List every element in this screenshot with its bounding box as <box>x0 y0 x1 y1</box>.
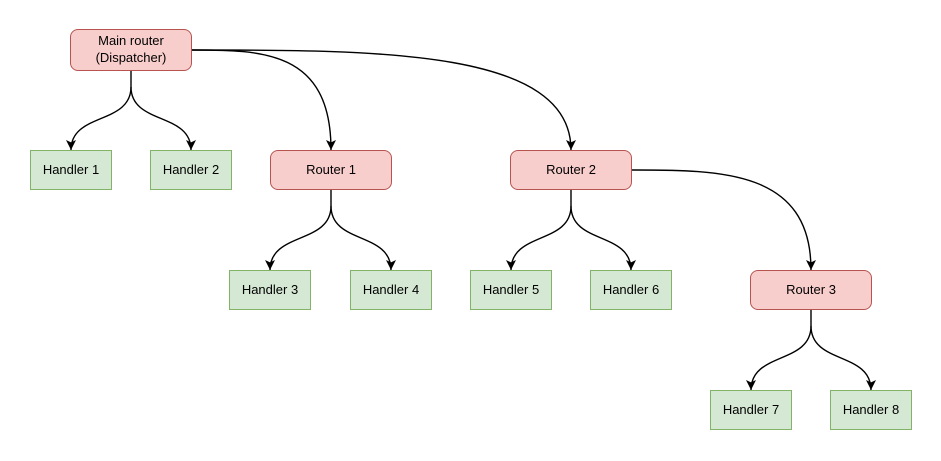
node-handler-2: Handler 2 <box>150 150 232 190</box>
node-router-3: Router 3 <box>750 270 872 310</box>
node-label: Handler 4 <box>362 281 420 297</box>
edge-router-3-to-handler-8 <box>810 325 876 391</box>
node-label: Main router (Dispatcher) <box>95 33 167 65</box>
node-label: Router 1 <box>306 161 356 177</box>
node-label: Handler 2 <box>162 161 220 177</box>
node-label: Handler 3 <box>241 281 299 297</box>
node-main-router: Main router (Dispatcher) <box>70 29 192 71</box>
node-handler-7: Handler 7 <box>710 390 792 430</box>
node-router-2: Router 2 <box>510 150 632 190</box>
node-handler-6: Handler 6 <box>590 270 672 310</box>
node-handler-1: Handler 1 <box>30 150 112 190</box>
edge-main-router-to-router-2 <box>191 49 576 151</box>
edge-main-router-to-router-1 <box>191 49 336 151</box>
node-router-1: Router 1 <box>270 150 392 190</box>
node-label: Handler 5 <box>482 281 540 297</box>
edge-router-3-to-handler-7 <box>746 325 812 391</box>
edge-main-router-to-handler-1 <box>66 86 132 151</box>
node-label: Router 2 <box>546 161 596 177</box>
edge-router-2-to-router-3 <box>631 169 816 271</box>
edge-router-2-to-handler-6 <box>570 205 636 271</box>
edge-router-1-to-handler-4 <box>330 205 396 271</box>
edge-router-2-to-handler-5 <box>506 205 572 271</box>
edge-main-router-to-handler-2 <box>130 86 196 151</box>
node-label: Handler 8 <box>842 401 900 417</box>
node-label: Handler 7 <box>722 401 780 417</box>
node-label: Handler 6 <box>602 281 660 297</box>
node-label: Handler 1 <box>42 161 100 177</box>
node-label: Router 3 <box>786 281 836 297</box>
node-handler-8: Handler 8 <box>830 390 912 430</box>
edge-router-1-to-handler-3 <box>265 205 332 271</box>
node-handler-4: Handler 4 <box>350 270 432 310</box>
node-handler-5: Handler 5 <box>470 270 552 310</box>
node-handler-3: Handler 3 <box>229 270 311 310</box>
